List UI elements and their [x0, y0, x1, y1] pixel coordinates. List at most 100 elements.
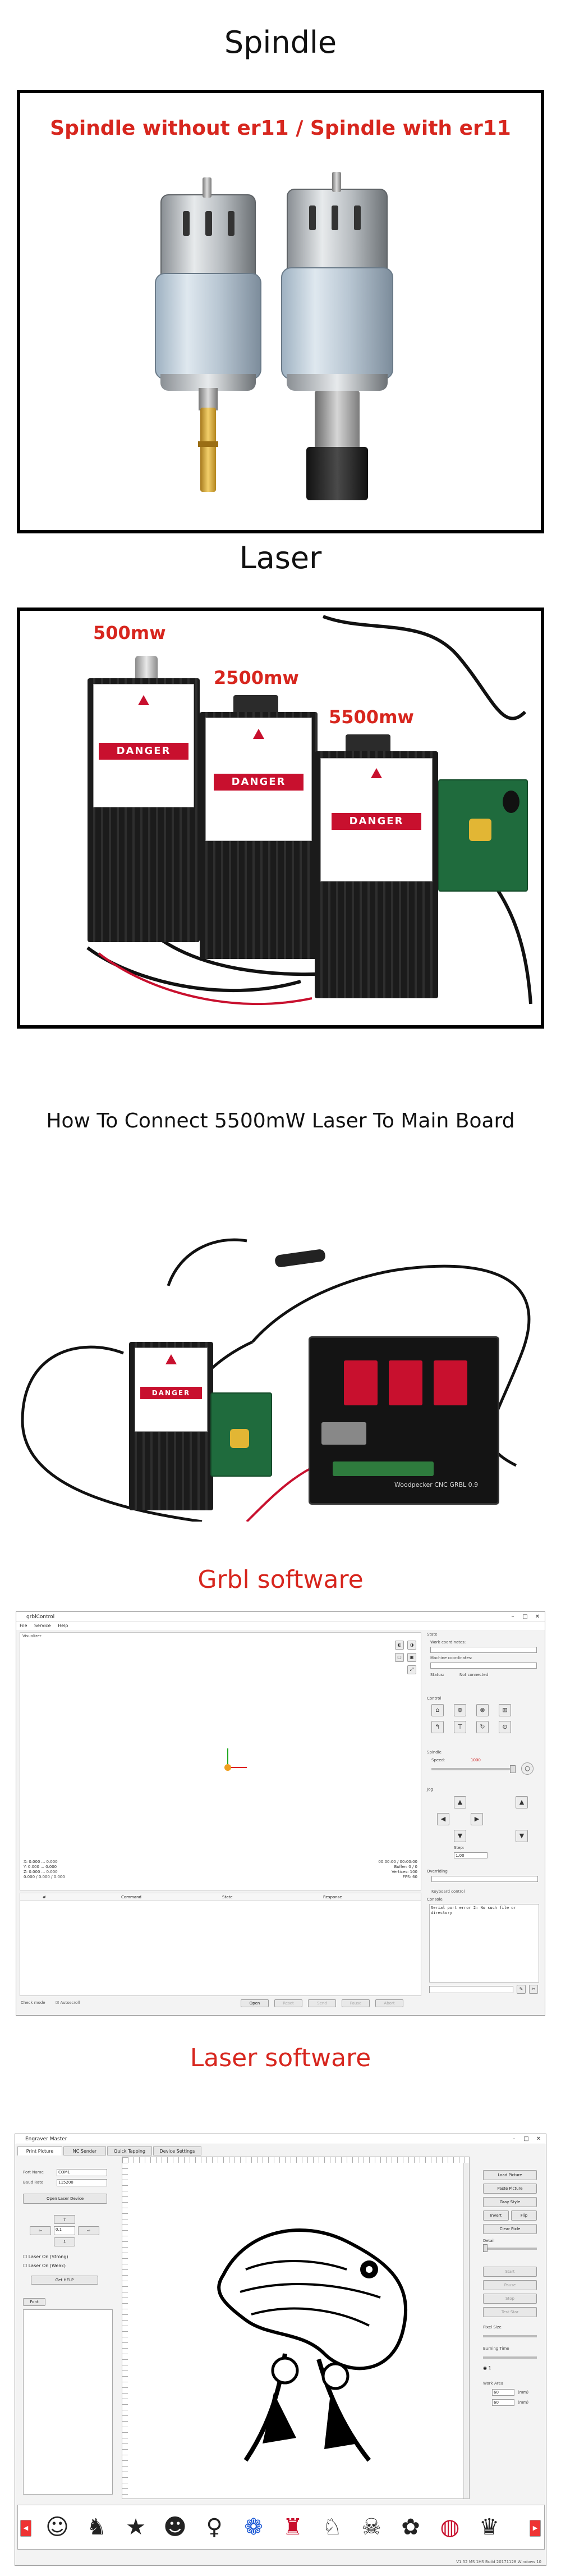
- send-button[interactable]: Send: [308, 1999, 336, 2007]
- thumbnail-6[interactable]: ❁: [244, 2514, 263, 2540]
- laser-software-heading: Laser software: [190, 2044, 371, 2072]
- gray-style-button[interactable]: Gray Style: [483, 2197, 537, 2207]
- minimize-button[interactable]: –: [511, 1614, 514, 1620]
- zero-xy-button[interactable]: ⊕: [454, 1704, 466, 1716]
- spindle-heading: Spindle: [224, 25, 337, 60]
- laser-minimize-button[interactable]: –: [512, 2136, 516, 2142]
- burning-time-slider[interactable]: [483, 2356, 537, 2359]
- laser-on-strong-checkbox[interactable]: ☐ Laser On (Strong): [23, 2254, 68, 2259]
- view-iso-button[interactable]: ◐: [395, 1641, 404, 1650]
- start-button[interactable]: Start: [483, 2267, 537, 2277]
- laser-close-button[interactable]: ✕: [536, 2136, 541, 2142]
- laser-window-title: Engraver Master: [25, 2136, 67, 2142]
- test-star-button[interactable]: Test Star: [483, 2307, 537, 2317]
- pause-laser-button[interactable]: Pause: [483, 2280, 537, 2290]
- restore-origin-button[interactable]: ⊞: [499, 1704, 511, 1716]
- laser-speed-input[interactable]: 0.1: [54, 2226, 75, 2235]
- menu-file[interactable]: File: [20, 1623, 27, 1628]
- thumbnail-12[interactable]: ♛: [479, 2514, 499, 2540]
- console-output[interactable]: Serial port error 2: No such file or dir…: [429, 1904, 539, 1983]
- view-top-button[interactable]: ◑: [407, 1641, 416, 1650]
- thumbnail-8[interactable]: ♘: [322, 2514, 342, 2540]
- jog-z-plus-button[interactable]: ▲: [516, 1796, 528, 1808]
- pause-button[interactable]: Pause: [342, 1999, 370, 2007]
- detail-slider[interactable]: [483, 2248, 537, 2250]
- menu-help[interactable]: Help: [58, 1623, 68, 1628]
- grbl-window-title: grblControl: [26, 1614, 55, 1620]
- canvas-scrollbar[interactable]: [463, 2163, 469, 2499]
- reset-controller-button[interactable]: ↻: [476, 1721, 489, 1733]
- jog-x-plus-button[interactable]: ▶: [471, 1813, 483, 1825]
- invert-button[interactable]: Invert: [483, 2210, 509, 2221]
- view-front-button[interactable]: ▢: [395, 1653, 404, 1662]
- thumbnail-3[interactable]: ★: [126, 2514, 146, 2540]
- laser-maximize-button[interactable]: □: [523, 2136, 529, 2142]
- text-input-area[interactable]: [23, 2309, 113, 2495]
- unlock-button[interactable]: ↰: [431, 1721, 444, 1733]
- pixel-size-slider[interactable]: [483, 2335, 537, 2337]
- zero-z-button[interactable]: ⊗: [476, 1704, 489, 1716]
- thumb-next-button[interactable]: ▶: [530, 2520, 541, 2537]
- tab-quick-tapping[interactable]: Quick Tapping: [107, 2146, 152, 2155]
- jog-step-input[interactable]: 1.00: [454, 1852, 488, 1858]
- jog-y-minus-button[interactable]: ▼: [454, 1830, 466, 1842]
- engrave-canvas[interactable]: [122, 2157, 470, 2499]
- laser-on-weak-checkbox[interactable]: ☐ Laser On (Weak): [23, 2263, 66, 2268]
- spindle-toggle-button[interactable]: ○: [521, 1762, 534, 1775]
- load-picture-button[interactable]: Load Picture: [483, 2170, 537, 2180]
- gcode-table[interactable]: # Command State Response: [20, 1893, 421, 1996]
- reset-button[interactable]: Reset: [274, 1999, 302, 2007]
- laser-jog-up-button[interactable]: ⇧: [54, 2215, 75, 2224]
- work-width-input[interactable]: 60: [492, 2389, 514, 2396]
- jog-x-minus-button[interactable]: ◀: [437, 1813, 449, 1825]
- thumbnail-10[interactable]: ✿: [401, 2514, 420, 2540]
- port-name-select[interactable]: COM1: [57, 2169, 107, 2176]
- baud-rate-select[interactable]: 115200: [57, 2179, 107, 2186]
- check-mode-toggle[interactable]: Check mode: [21, 2000, 45, 2005]
- thumbnail-1[interactable]: ☺: [45, 2514, 69, 2540]
- thumbnail-5[interactable]: ♀: [206, 2514, 223, 2540]
- get-help-button[interactable]: Get HELP: [31, 2276, 98, 2285]
- laser-jog-left-button[interactable]: ⇦: [30, 2226, 51, 2235]
- abort-button[interactable]: Abort: [375, 1999, 403, 2007]
- jog-z-minus-button[interactable]: ▼: [516, 1830, 528, 1842]
- tab-nc-sender[interactable]: NC Sender: [63, 2146, 106, 2155]
- console-clear-button[interactable]: ✂: [529, 1985, 538, 1994]
- thumbnail-7[interactable]: ♜: [283, 2514, 303, 2540]
- laser-jog-down-button[interactable]: ⇩: [54, 2237, 75, 2246]
- tab-print-picture[interactable]: Print Picture: [17, 2146, 62, 2155]
- laser-photo-frame: 500mw DANGER 2500mw DANGER 5500mw DANGER: [17, 608, 544, 1029]
- thumbnail-2[interactable]: ♞: [86, 2514, 107, 2540]
- spindle-speed-slider[interactable]: [431, 1768, 516, 1770]
- close-button[interactable]: ✕: [535, 1614, 540, 1620]
- console-send-button[interactable]: ✎: [517, 1985, 526, 1994]
- jog-y-plus-button[interactable]: ▲: [454, 1796, 466, 1808]
- paste-picture-button[interactable]: Paste Picture: [483, 2184, 537, 2194]
- fit-view-button[interactable]: ⤢: [407, 1665, 416, 1674]
- work-height-input[interactable]: 60: [492, 2399, 514, 2406]
- pixel-size-value[interactable]: ◉ 1: [483, 2365, 491, 2371]
- laser-jog-right-button[interactable]: ⇨: [78, 2226, 99, 2235]
- view-left-button[interactable]: ▣: [407, 1653, 416, 1662]
- danger-label-5500mw: DANGER: [332, 813, 421, 830]
- probe-button[interactable]: ⊙: [499, 1721, 511, 1733]
- open-laser-device-button[interactable]: Open Laser Device: [23, 2194, 107, 2204]
- font-button[interactable]: Font: [23, 2298, 45, 2306]
- clear-pixle-button[interactable]: Clear Pixle: [483, 2224, 537, 2234]
- thumb-prev-button[interactable]: ◀: [20, 2520, 31, 2537]
- tab-device-settings[interactable]: Device Settings: [153, 2146, 201, 2155]
- open-button[interactable]: Open: [241, 1999, 269, 2007]
- home-button[interactable]: ⌂: [431, 1704, 444, 1716]
- thumbnail-11[interactable]: ◍: [440, 2514, 460, 2540]
- safe-position-button[interactable]: ⊤: [454, 1721, 466, 1733]
- thumbnail-9[interactable]: ☠: [361, 2514, 381, 2540]
- flip-button[interactable]: Flip: [511, 2210, 537, 2221]
- autoscroll-toggle[interactable]: ☑ Autoscroll: [56, 2000, 80, 2005]
- menu-service[interactable]: Service: [34, 1623, 51, 1628]
- thumbnail-4[interactable]: ☻: [163, 2514, 187, 2540]
- maximize-button[interactable]: □: [522, 1614, 528, 1620]
- stop-button[interactable]: Stop: [483, 2294, 537, 2304]
- keyboard-control-toggle[interactable]: Keyboard control: [431, 1889, 465, 1894]
- console-input[interactable]: [429, 1986, 513, 1993]
